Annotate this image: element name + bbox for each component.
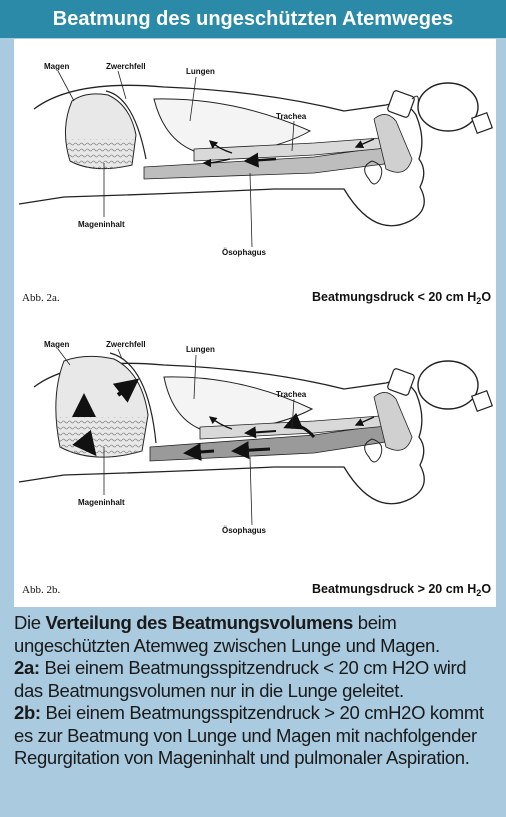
figure-2b: Magen Zwerchfell Lungen Trachea Mageninh… [19, 340, 492, 598]
label-oesophagus-a: Ösophagus [222, 248, 267, 257]
label-mageninhalt-b: Mageninhalt [78, 498, 125, 507]
label-mageninhalt-a: Mageninhalt [78, 220, 125, 229]
page-title: Beatmung des ungeschützten Atemweges [0, 0, 506, 38]
caption-emphasis: Verteilung des Beatmungsvolumens [46, 612, 354, 633]
caption-intro: Die [14, 612, 46, 633]
illustration-panel: Magen Zwerchfell Lungen Trachea Mageninh… [14, 39, 496, 607]
caption-2a-label: 2a: [14, 657, 40, 678]
caption-paragraph-2a: 2a: Bei einem Beatmungsspitzendruck < 20… [14, 657, 494, 702]
figure-2a-number: Abb. 2a. [22, 292, 60, 304]
caption-2a-text: Bei einem Beatmungsspitzendruck < 20 cm … [14, 657, 466, 701]
label-oesophagus-b: Ösophagus [222, 526, 267, 535]
caption-text: Die Verteilung des Beatmungsvolumens bei… [14, 612, 494, 770]
caption-2b-label: 2b: [14, 702, 41, 723]
label-zwerchfell-b: Zwerchfell [106, 340, 146, 349]
figure-2b-pressure: Beatmungsdruck > 20 cm H2O [312, 582, 491, 598]
label-magen-a: Magen [44, 62, 69, 71]
label-lungen-b: Lungen [186, 345, 215, 354]
label-magen-b: Magen [44, 340, 69, 349]
label-trachea-b: Trachea [276, 390, 307, 399]
ventilation-illustration: Magen Zwerchfell Lungen Trachea Mageninh… [14, 39, 496, 607]
figure-2b-number: Abb. 2b. [22, 584, 60, 596]
figure-2a-pressure: Beatmungsdruck < 20 cm H2O [312, 290, 491, 306]
label-lungen-a: Lungen [186, 67, 215, 76]
caption-paragraph-2b: 2b: Bei einem Beatmungsspitzendruck > 20… [14, 702, 494, 770]
label-zwerchfell-a: Zwerchfell [106, 62, 146, 71]
figure-2a: Magen Zwerchfell Lungen Trachea Mageninh… [19, 62, 492, 306]
label-trachea-a: Trachea [276, 112, 307, 121]
caption-paragraph-1: Die Verteilung des Beatmungsvolumens bei… [14, 612, 494, 657]
caption-2b-text: Bei einem Beatmungsspitzendruck > 20 cmH… [14, 702, 484, 768]
